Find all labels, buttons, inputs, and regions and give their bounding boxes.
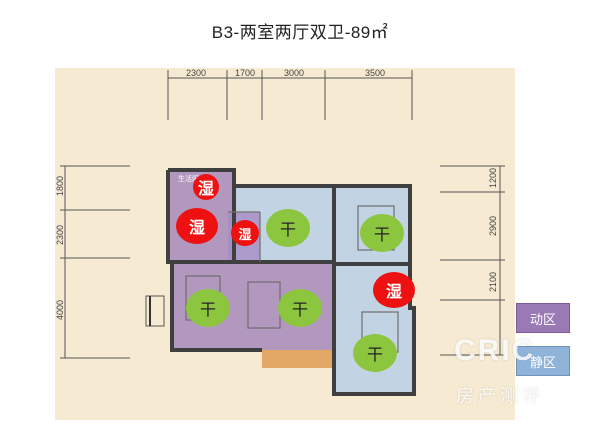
legend-quiet-zone: 静区 bbox=[516, 346, 570, 376]
dry-zone-bedroom-2: 干 bbox=[353, 334, 397, 372]
dry-zone-living-2: 干 bbox=[278, 289, 322, 327]
dim-left-3: 4000 bbox=[55, 299, 65, 320]
plan-title: B3-两室两厅双卫-89㎡ bbox=[211, 23, 389, 42]
watermark-brand: CRIC bbox=[454, 334, 536, 367]
watermark-sub: 房产测评 bbox=[456, 386, 544, 406]
dim-right-1: 1200 bbox=[488, 167, 498, 188]
wet-zone-balcony: 湿 bbox=[193, 174, 219, 200]
dim-right-3: 2100 bbox=[488, 271, 498, 292]
dim-right-2: 2900 bbox=[488, 215, 498, 236]
dim-left-2: 2300 bbox=[55, 224, 65, 245]
legend-dynamic-zone: 动区 bbox=[516, 303, 570, 333]
wet-zone-kitchen: 湿 bbox=[176, 208, 218, 244]
dim-top-1: 2300 bbox=[186, 68, 207, 78]
dim-top-4: 3500 bbox=[365, 68, 386, 78]
dry-zone-dining: 干 bbox=[266, 209, 310, 247]
dim-left-1: 1800 bbox=[55, 175, 65, 196]
dim-top-2: 1700 bbox=[235, 68, 256, 78]
balcony-label: 生活阳台 bbox=[178, 176, 206, 183]
wet-zone-bathroom-1: 湿 bbox=[231, 220, 259, 246]
dry-zone-bedroom-1: 干 bbox=[360, 214, 404, 252]
wet-zone-bathroom-2: 湿 bbox=[373, 272, 415, 308]
dry-zone-living-1: 干 bbox=[186, 289, 230, 327]
dim-top-3: 3000 bbox=[284, 68, 305, 78]
